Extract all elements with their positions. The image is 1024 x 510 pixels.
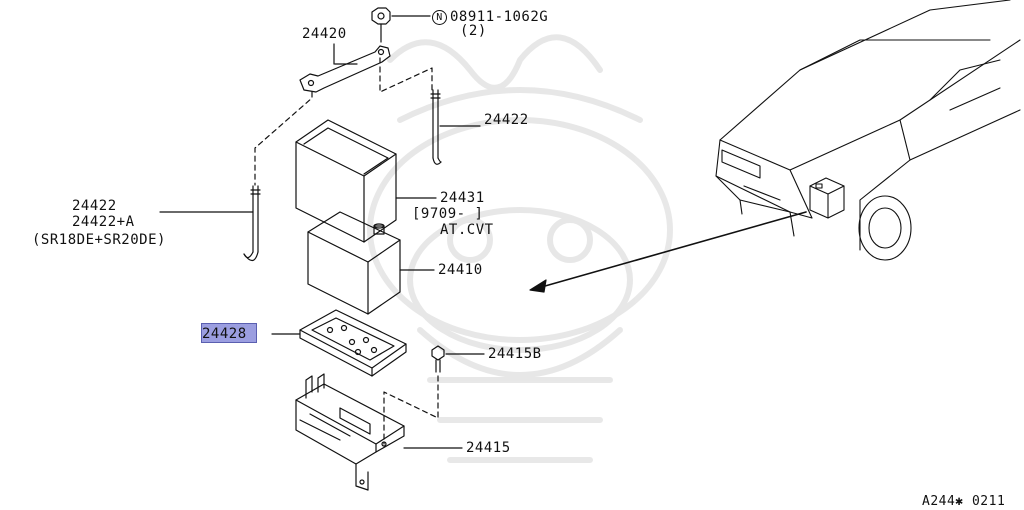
hold-down-rod-right [430,89,442,165]
label-cover-note-1: [9709- ] [412,206,484,222]
tray-insulator-shape [299,309,407,377]
battery-cover-shape [295,119,397,243]
dashed-guide [379,57,433,93]
hold-down-plate-shape [299,45,391,93]
label-battery-tray[interactable]: 24415 [466,440,511,456]
hold-down-rod-left [243,185,261,262]
label-hold-down-plate[interactable]: 24420 [302,26,347,42]
samurai-helmet-watermark-icon [367,34,673,463]
diagram-code: A244✱ 0211 [922,494,1006,509]
dashed-guide [254,91,313,186]
nut-icon [371,7,391,43]
label-cover[interactable]: 24431 [440,190,485,206]
label-tray-insulator: 24428 [202,326,247,342]
nut-symbol-letter: N [432,10,447,25]
label-bolt-b[interactable]: 24415B [488,346,542,362]
battery-shape [307,211,401,315]
label-tray-insulator-highlight[interactable]: 24428 [201,323,257,343]
label-cover-note-2: AT.CVT [440,222,494,238]
battery-tray-shape [295,373,405,491]
label-hold-down-rod-note: (SR18DE+SR20DE) [32,232,166,248]
label-hold-down-rod-left-b[interactable]: 24422+A [72,214,135,230]
bolt-b-icon [431,345,445,373]
arrow-head-icon [529,279,547,293]
dashed-guide [383,375,439,445]
label-hold-down-rod-left-a[interactable]: 24422 [72,198,117,214]
highlight-box [201,323,257,343]
label-hold-down-rod-top[interactable]: 24422 [484,112,529,128]
label-bolt-part[interactable]: 08911-1062G [450,9,549,25]
label-bolt-qty: (2) [460,23,487,39]
label-battery[interactable]: 24410 [438,262,483,278]
pointer-arrow [537,211,807,289]
nut-symbol-icon: N [432,8,447,25]
car-sketch [715,0,1021,261]
